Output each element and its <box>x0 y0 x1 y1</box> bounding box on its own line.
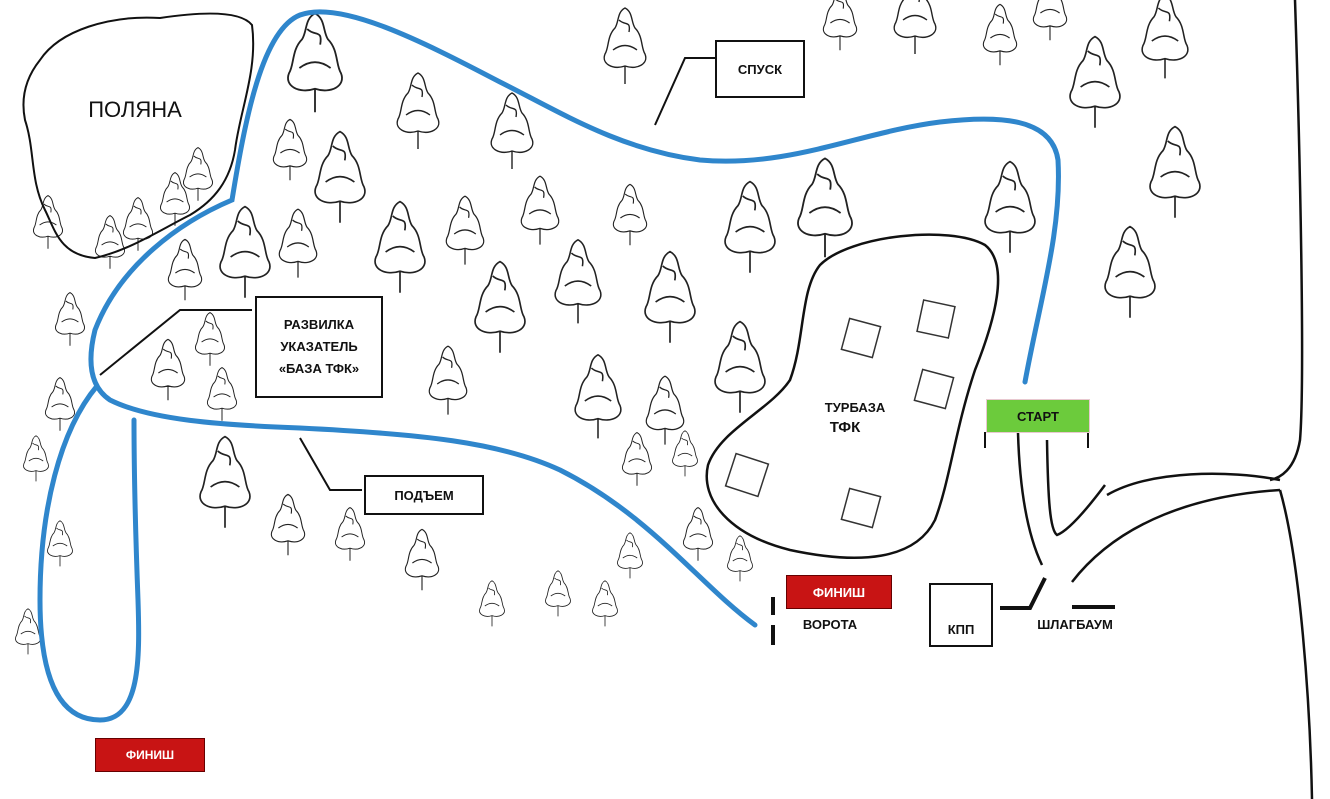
tree-icon <box>396 72 440 149</box>
tree-icon <box>428 345 468 415</box>
finish-marker-left: ФИНИШ <box>95 738 205 772</box>
tree-icon <box>219 205 271 298</box>
tree-icon <box>644 250 696 343</box>
building <box>840 487 882 529</box>
tree-icon <box>270 493 306 556</box>
tree-icon <box>122 197 154 251</box>
tree-icon <box>520 175 560 245</box>
tree-icon <box>1149 125 1201 218</box>
clearing-boundary <box>22 12 255 260</box>
start-marker: СТАРТ <box>986 399 1090 433</box>
tree-icon <box>797 157 853 258</box>
fork-line: УКАЗАТЕЛЬ <box>280 339 358 354</box>
tree-icon <box>1069 35 1121 128</box>
tree-icon <box>278 208 318 278</box>
building <box>724 452 770 498</box>
tree-icon <box>545 570 571 617</box>
building <box>913 368 955 410</box>
tree-icon <box>893 0 937 54</box>
tree-icon <box>672 430 698 477</box>
building <box>840 317 882 359</box>
clearing-label: ПОЛЯНА <box>88 97 182 122</box>
tree-icon <box>727 535 753 582</box>
gate-label: ВОРОТА <box>802 616 858 632</box>
tree-icon <box>182 147 214 201</box>
tree-icon <box>682 507 714 561</box>
tree-icon <box>645 375 685 445</box>
tree-icon <box>490 92 534 169</box>
turbaza-boundary <box>705 233 1000 559</box>
tree-icon <box>44 377 76 431</box>
barrier-label: ШЛАГБАУМ <box>1037 616 1113 632</box>
tfk-label: ТФК <box>829 418 861 436</box>
tree-icon <box>612 183 648 246</box>
tree-icon <box>1032 0 1068 41</box>
tree-icon <box>334 507 366 561</box>
tree-icon <box>206 367 238 421</box>
roads <box>771 0 1314 799</box>
tree-icon <box>54 292 86 346</box>
tree-icon <box>159 172 191 226</box>
tree-icon <box>592 580 618 627</box>
tree-icon <box>617 532 643 579</box>
tree-icon <box>603 7 647 84</box>
tree-icon <box>474 260 526 353</box>
tree-icon <box>32 195 64 249</box>
tree-icon <box>314 130 366 223</box>
tree-icon <box>445 195 485 265</box>
podyem-sign: ПОДЪЕМ <box>364 475 484 515</box>
tree-icon <box>199 435 251 528</box>
fork-line: РАЗВИЛКА <box>283 317 355 332</box>
tree-icon <box>94 215 126 269</box>
tree-icon <box>714 320 766 413</box>
tree-icon <box>194 312 226 366</box>
finish-marker-gate: ФИНИШ <box>786 575 892 609</box>
forest <box>15 0 1201 655</box>
tree-icon <box>47 520 73 567</box>
tree-icon <box>374 200 426 293</box>
tree-icon <box>15 608 41 655</box>
tree-icon <box>982 3 1018 66</box>
fork-sign: РАЗВИЛКА УКАЗАТЕЛЬ «БАЗА ТФК» <box>255 296 383 398</box>
fork-line: «БАЗА ТФК» <box>278 361 360 376</box>
building <box>916 299 956 339</box>
tree-icon <box>1141 0 1189 79</box>
tree-icon <box>287 12 343 113</box>
tree-icon <box>404 528 440 591</box>
buildings <box>724 299 956 529</box>
tree-icon <box>1104 225 1156 318</box>
tree-icon <box>822 0 858 51</box>
callout-lines <box>99 57 715 491</box>
tree-icon <box>23 435 49 482</box>
tree-icon <box>272 118 308 181</box>
tree-icon <box>554 238 602 324</box>
tree-icon <box>724 180 776 273</box>
tree-icon <box>167 238 203 301</box>
tree-icon <box>984 160 1036 253</box>
spusk-sign: СПУСК <box>715 40 805 98</box>
tree-icon <box>150 338 186 401</box>
turbaza-label: ТУРБАЗА <box>824 399 886 415</box>
checkpoint-box: КПП <box>929 583 993 647</box>
ski-route <box>37 9 1061 723</box>
tree-icon <box>621 432 653 486</box>
tree-icon <box>479 580 505 627</box>
tree-icon <box>574 353 622 439</box>
